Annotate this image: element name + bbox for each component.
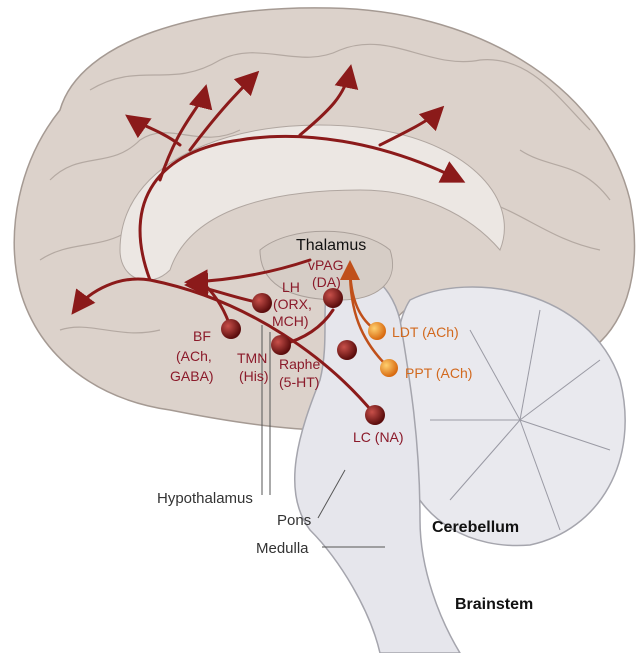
label-lh-sub1: (ORX,	[273, 296, 312, 312]
node-lh	[252, 293, 272, 313]
label-brainstem: Brainstem	[455, 596, 533, 613]
pointer-lines	[261, 325, 385, 548]
label-raphe-sub: (5-HT)	[279, 374, 319, 390]
pathways	[71, 64, 466, 417]
label-lc: LC (NA)	[353, 429, 404, 445]
node-ppt	[380, 359, 398, 377]
label-ldt: LDT (ACh)	[392, 324, 459, 340]
label-hypothalamus: Hypothalamus	[157, 490, 253, 507]
label-vpag-sub: (DA)	[312, 274, 341, 290]
node-lc	[365, 405, 385, 425]
label-tmn: TMN	[237, 350, 267, 366]
label-raphe: Raphe	[279, 356, 320, 372]
label-bf: BF	[193, 328, 211, 344]
cerebellum-folia	[430, 309, 611, 531]
label-vpag: vPAG	[308, 257, 344, 273]
node-bf	[221, 319, 241, 339]
node-ldt	[368, 322, 386, 340]
label-lh: LH	[282, 279, 300, 295]
corpus-callosum	[119, 124, 505, 281]
brainstem-shape	[293, 271, 461, 653]
label-cerebellum: Cerebellum	[432, 519, 519, 536]
label-tmn-sub: (His)	[239, 368, 269, 384]
label-ppt: PPT (ACh)	[405, 365, 472, 381]
thalamus-shape	[259, 230, 393, 301]
node-raphe	[337, 340, 357, 360]
label-bf-sub2: GABA)	[170, 368, 214, 384]
label-bf-sub1: (ACh,	[176, 348, 212, 364]
node-vpag	[323, 288, 343, 308]
label-medulla: Medulla	[256, 540, 309, 557]
label-lh-sub2: MCH)	[272, 313, 309, 329]
label-pons: Pons	[277, 512, 311, 529]
node-tmn	[271, 335, 291, 355]
label-thalamus: Thalamus	[296, 237, 366, 254]
